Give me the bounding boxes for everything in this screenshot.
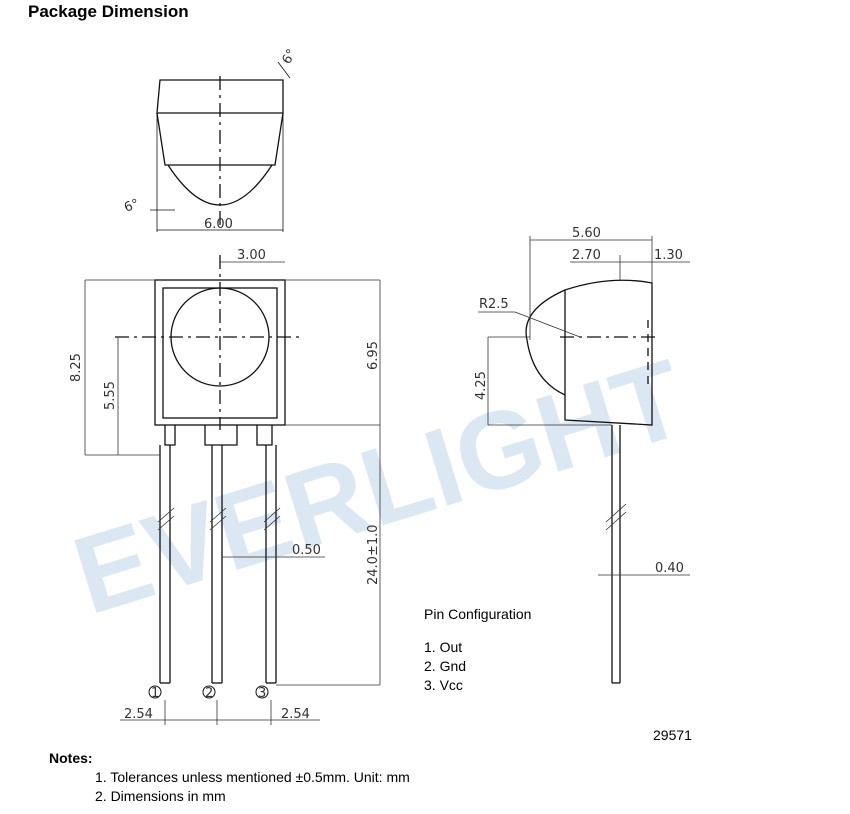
pin-label-1: 1 bbox=[151, 686, 159, 701]
dim-body-height-total: 8.25 bbox=[69, 353, 84, 382]
dim-side-height: 4.25 bbox=[474, 371, 489, 400]
pin-label-3: 3 bbox=[258, 686, 266, 701]
dim-back-depth: 1.30 bbox=[654, 248, 683, 263]
notes-title: Notes: bbox=[49, 750, 93, 766]
dim-body-height: 6.95 bbox=[366, 341, 381, 370]
drawing-code: 29571 bbox=[653, 727, 692, 743]
pin-configuration: Pin Configuration 1. Out 2. Gnd 3. Vcc bbox=[424, 605, 531, 695]
dim-top-width: 6.00 bbox=[204, 217, 233, 232]
watermark: EVERLIGHT bbox=[60, 336, 698, 638]
note-item: 1. Tolerances unless mentioned ±0.5mm. U… bbox=[95, 769, 410, 785]
dim-lens-depth: 2.70 bbox=[572, 248, 601, 263]
dim-center-height: 5.55 bbox=[103, 381, 118, 410]
dim-pitch-left: 2.54 bbox=[124, 707, 153, 722]
pin-config-title: Pin Configuration bbox=[424, 606, 532, 622]
pin-config-item: 2. Gnd bbox=[424, 658, 467, 674]
dim-lead-width: 0.50 bbox=[292, 543, 321, 558]
front-view bbox=[84, 255, 381, 725]
dim-angle-bottom: 6° bbox=[122, 197, 141, 216]
dim-radius: R2.5 bbox=[479, 297, 509, 312]
top-view bbox=[150, 61, 291, 232]
note-item: 2. Dimensions in mm bbox=[95, 788, 226, 804]
dim-pitch-right: 2.54 bbox=[281, 707, 310, 722]
dim-lead-thickness: 0.40 bbox=[655, 561, 684, 576]
dim-lead-length: 24.0±1.0 bbox=[366, 524, 381, 585]
dim-lens-dia: 3.00 bbox=[237, 248, 266, 263]
side-view bbox=[478, 236, 690, 684]
dim-angle-top: 6° bbox=[279, 47, 299, 67]
page-title: Package Dimension bbox=[28, 2, 189, 21]
dim-side-depth: 5.60 bbox=[572, 226, 601, 241]
pin-label-2: 2 bbox=[205, 686, 213, 701]
notes: Notes: 1. Tolerances unless mentioned ±0… bbox=[49, 749, 410, 806]
pin-config-item: 3. Vcc bbox=[424, 677, 463, 693]
pin-config-item: 1. Out bbox=[424, 639, 463, 655]
